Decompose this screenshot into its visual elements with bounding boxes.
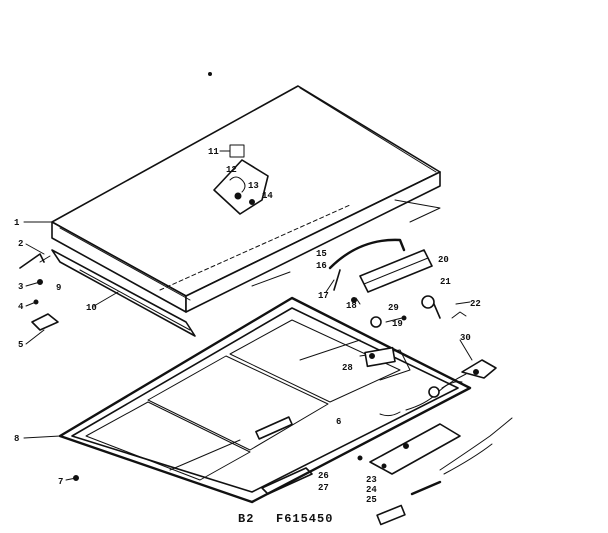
caption-page: B2 [238,512,254,526]
callout-23: 23 [366,475,377,485]
wiring-harness [379,373,467,417]
caption-code: F615450 [276,512,333,526]
speck [208,72,212,76]
callout-5: 5 [18,340,23,350]
callout-14: 14 [262,191,273,201]
callout-26: 26 [318,471,329,481]
callout-25: 25 [366,495,377,505]
lid-handle [328,238,433,303]
callout-1: 1 [14,218,20,228]
callout-7: 7 [58,477,63,487]
callout-22: 22 [470,299,481,309]
callout-labels: 1 2 3 4 5 9 8 7 10 11 12 13 14 15 16 17 … [14,147,481,505]
hinge-bracket [213,144,269,215]
callout-10: 10 [86,303,97,313]
callout-27: 27 [318,483,329,493]
lid-gasket [51,249,196,337]
lock-assembly [370,295,467,328]
callout-16: 16 [316,261,327,271]
cabinet-liner [58,296,472,504]
callout-4: 4 [18,302,24,312]
callout-8: 8 [14,434,19,444]
callout-18: 18 [346,301,357,311]
callout-17: 17 [318,291,329,301]
thermostat [461,359,497,379]
power-cord [376,417,513,526]
light-switch [364,346,396,368]
hinge-parts-left [19,253,59,331]
callout-30: 30 [460,333,471,343]
callout-19: 19 [392,319,403,329]
callout-9: 9 [56,283,61,293]
callout-13: 13 [248,181,259,191]
callout-2: 2 [18,239,23,249]
callout-6: 6 [336,417,341,427]
callout-20: 20 [438,255,449,265]
toe-plate [261,467,313,495]
callout-29: 29 [388,303,399,313]
callout-15: 15 [316,249,327,259]
callout-leaders [23,150,473,481]
callout-12: 12 [226,165,237,175]
callout-21: 21 [440,277,451,287]
callout-11: 11 [208,147,219,157]
control-panel [369,423,461,475]
callout-24: 24 [366,485,377,495]
callout-28: 28 [342,363,353,373]
callout-3: 3 [18,282,23,292]
